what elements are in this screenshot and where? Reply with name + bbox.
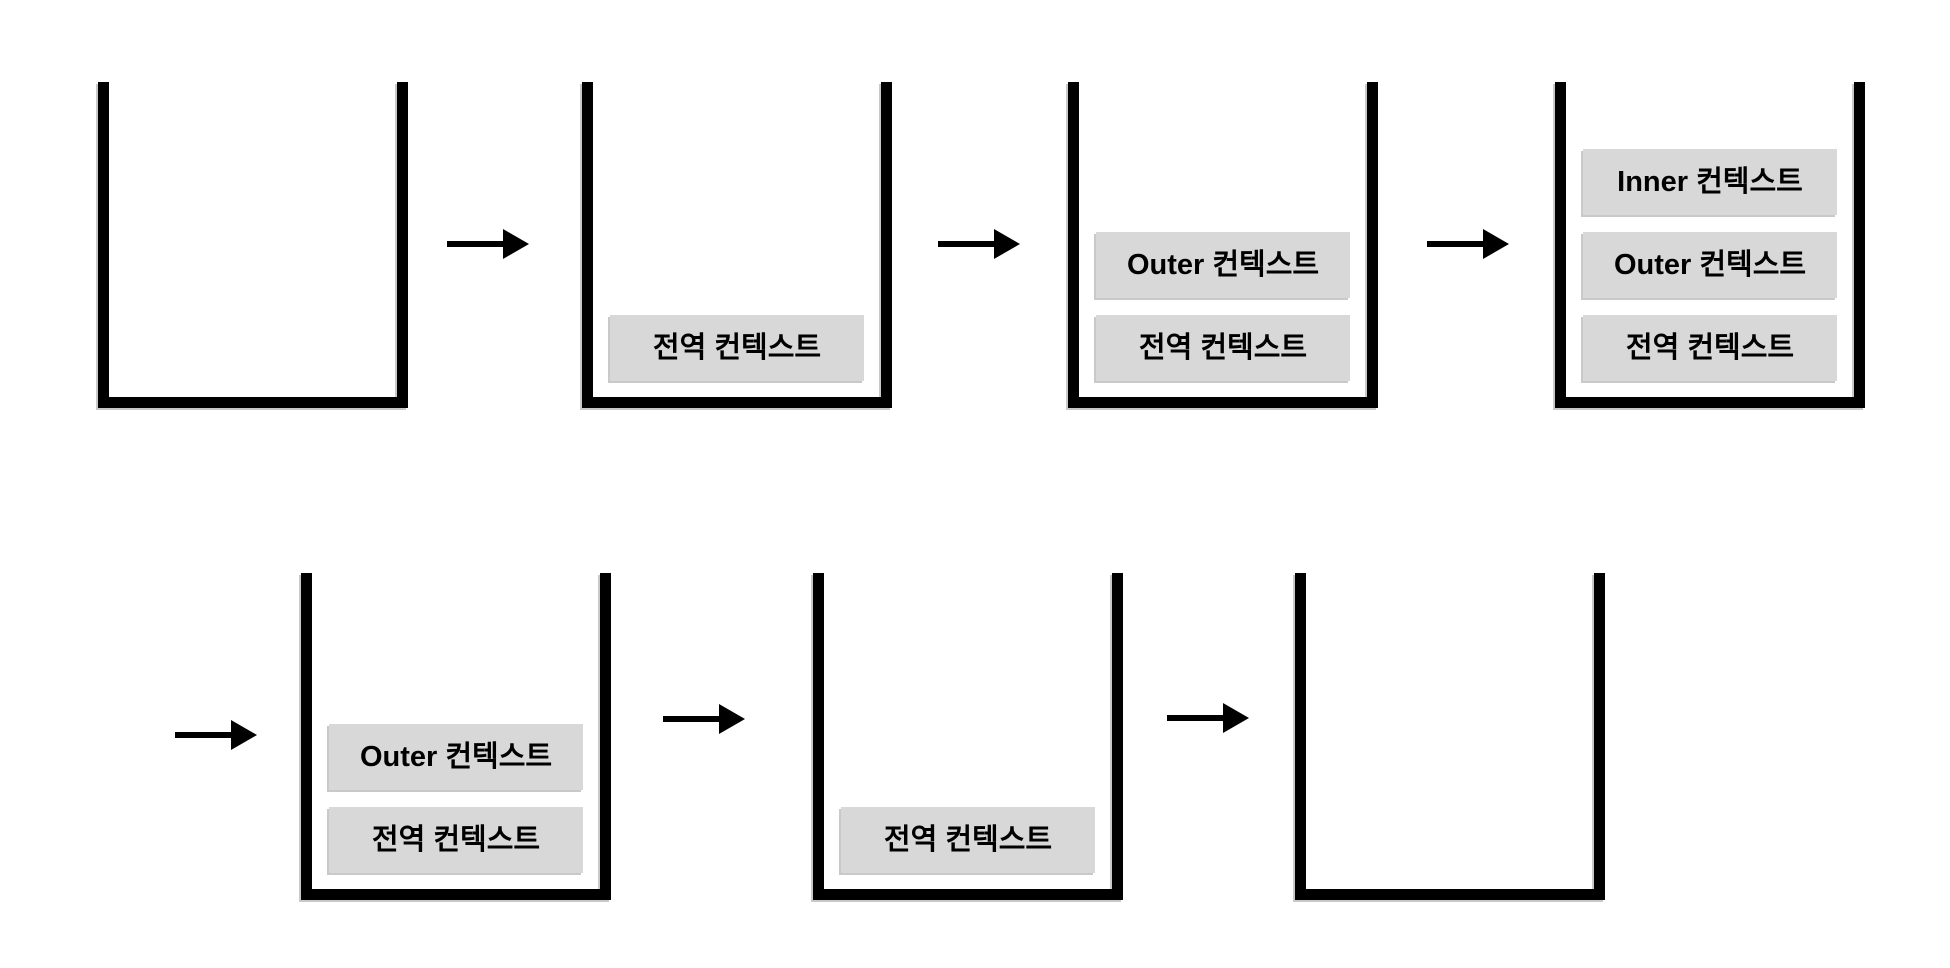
context-box-global: 전역 컨텍스트 <box>1583 315 1837 381</box>
arrow-right-icon <box>663 704 745 734</box>
stack-frame-1 <box>98 82 408 408</box>
context-box-global: 전역 컨텍스트 <box>329 807 583 873</box>
stack-frame-7 <box>1295 573 1605 900</box>
context-box-outer: Outer 컨텍스트 <box>1096 232 1350 298</box>
stack-frame-5: Outer 컨텍스트 전역 컨텍스트 <box>301 573 611 900</box>
context-box-outer: Outer 컨텍스트 <box>329 724 583 790</box>
context-box-global: 전역 컨텍스트 <box>1096 315 1350 381</box>
context-box-outer: Outer 컨텍스트 <box>1583 232 1837 298</box>
context-box-inner: Inner 컨텍스트 <box>1583 149 1837 215</box>
stack-frame-3: Outer 컨텍스트 전역 컨텍스트 <box>1068 82 1378 408</box>
arrow-right-icon <box>175 720 257 750</box>
context-box-global: 전역 컨텍스트 <box>841 807 1095 873</box>
arrow-right-icon <box>1427 229 1509 259</box>
arrow-right-icon <box>1167 703 1249 733</box>
stack-frame-6: 전역 컨텍스트 <box>813 573 1123 900</box>
arrow-right-icon <box>938 229 1020 259</box>
arrow-right-icon <box>447 229 529 259</box>
stack-frame-2: 전역 컨텍스트 <box>582 82 892 408</box>
context-box-global: 전역 컨텍스트 <box>610 315 864 381</box>
stack-frame-4: Inner 컨텍스트 Outer 컨텍스트 전역 컨텍스트 <box>1555 82 1865 408</box>
